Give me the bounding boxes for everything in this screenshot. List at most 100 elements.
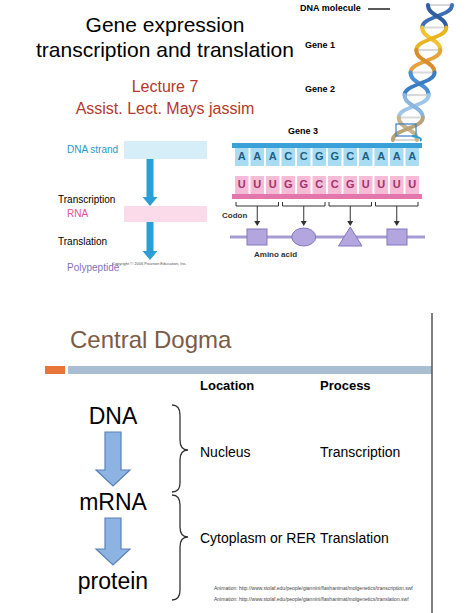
base-letter: C [296, 150, 312, 163]
dna-helix [393, 5, 452, 140]
arrowhead [301, 221, 307, 226]
flow-arrow [96, 518, 130, 565]
base-letter: G [312, 150, 328, 163]
helix-rung [395, 139, 415, 141]
helix-strand [422, 5, 452, 28]
title-accent [45, 366, 65, 374]
brace [172, 495, 188, 600]
slide-border [431, 313, 433, 613]
base-letter: C [281, 150, 297, 163]
base-letter: U [265, 178, 281, 191]
arrowhead [347, 221, 353, 226]
gene-label: Gene 3 [288, 126, 318, 136]
codon-arrow [257, 206, 258, 222]
base-letter: C [312, 178, 328, 191]
base-letter: U [234, 178, 250, 191]
amino-acid-shape [292, 228, 316, 246]
node-text: DNA strand [67, 141, 118, 159]
helix-rung [400, 117, 420, 119]
zoom-arrow [412, 136, 421, 141]
codon-arrow [396, 206, 397, 222]
base-letter: C [327, 178, 343, 191]
gene-label: Gene 1 [305, 40, 335, 50]
part-label: Codon [222, 211, 247, 220]
helix-rung [418, 49, 438, 51]
flow-arrow [96, 432, 130, 486]
base-letter: A [234, 150, 250, 163]
helix-strand [416, 28, 446, 51]
dogma-step: mRNA [70, 486, 156, 518]
amino-acid-shape [339, 227, 363, 246]
part-label: DNA molecule [300, 3, 361, 13]
rna-bases [234, 176, 420, 194]
slide-title: Central Dogma [70, 326, 231, 354]
dna-bases [234, 148, 420, 166]
process-label: Transcription [58, 194, 115, 206]
base-letter: A [405, 150, 421, 163]
node-text: Polypeptide [67, 260, 119, 276]
base-letter: C [343, 150, 359, 163]
animation-link: Animation: http://www.stolaf.edu/people/… [214, 597, 409, 603]
codon-bracket [376, 202, 419, 206]
location-text: Cytoplasm or RER [200, 530, 316, 546]
dna-strand-band: DNA strand [62, 141, 207, 159]
dna-backbone [232, 143, 422, 148]
column-header: Process [320, 379, 371, 394]
base-letter: A [250, 150, 266, 163]
arrowhead [254, 221, 260, 226]
helix-strand [393, 118, 423, 141]
node-text: mRNA [79, 486, 147, 518]
codon-bracket [329, 202, 372, 206]
flow-arrow [143, 159, 158, 206]
lecture-number: Lecture 7 [26, 78, 304, 96]
lecturer-name: Assist. Lect. Mays jassim [26, 100, 304, 118]
codon-arrow [303, 206, 304, 222]
base-letter: U [374, 178, 390, 191]
gene-highlight-box [396, 124, 416, 136]
codon-arrow [350, 206, 351, 222]
helix-strand [416, 50, 434, 73]
title-bar [68, 366, 432, 374]
helix-strand [405, 73, 435, 96]
codon-bracket [283, 202, 326, 206]
node-text: DNA [89, 400, 138, 432]
base-letter: G [343, 178, 359, 191]
base-letter: G [327, 150, 343, 163]
dogma-step: protein [62, 565, 164, 599]
helix-strand [405, 95, 423, 118]
base-letter: G [281, 178, 297, 191]
base-letter: A [389, 150, 405, 163]
amino-acids [247, 227, 407, 246]
flow-arrow [143, 222, 158, 260]
base-letter: U [405, 178, 421, 191]
node-text: protein [78, 565, 148, 599]
leader-line [368, 8, 390, 10]
amino-acid-shape [247, 229, 267, 245]
helix-rung [424, 27, 444, 29]
helix-rung [430, 4, 450, 6]
copyright-note: Copyright © 2006 Pearson Education, Inc. [112, 262, 187, 267]
helix-strand [411, 50, 441, 73]
base-letter: U [250, 178, 266, 191]
codon-brackets [236, 202, 418, 222]
codon-bracket [236, 202, 279, 206]
node-text: RNA [67, 206, 88, 222]
part-label: Amino acid [254, 250, 297, 259]
base-letter: U [389, 178, 405, 191]
base-letter: A [374, 150, 390, 163]
process-text: Translation [320, 530, 389, 546]
helix-strand [428, 5, 446, 28]
base-letter: A [265, 150, 281, 163]
process-text: Transcription [320, 444, 400, 460]
base-letter: U [358, 178, 374, 191]
helix-rung [412, 72, 432, 74]
base-letter: G [296, 178, 312, 191]
dogma-step: DNA [80, 400, 146, 432]
rna-band: RNA [62, 206, 207, 222]
gene-label: Gene 2 [305, 84, 335, 94]
slide-title: Gene expression transcription and transl… [26, 12, 304, 62]
helix-strand [399, 95, 429, 118]
